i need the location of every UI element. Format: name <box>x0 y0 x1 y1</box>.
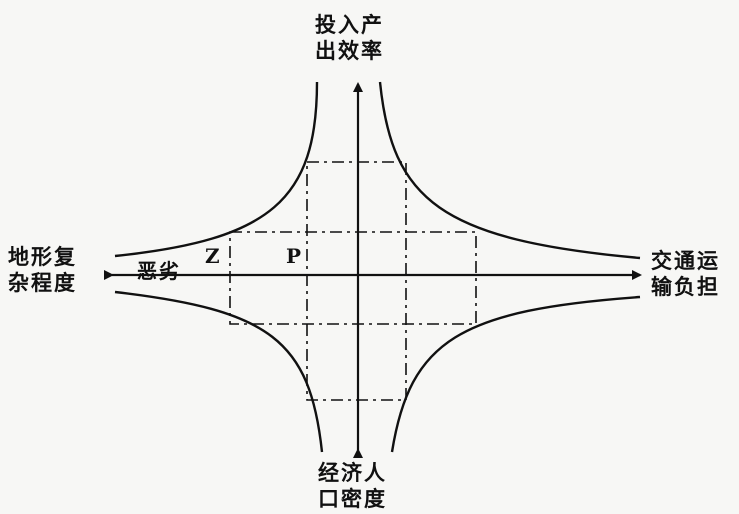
curve-top-right <box>378 81 641 260</box>
label-left-line1: 地形复 <box>8 244 77 269</box>
dashed-rect-wide <box>229 231 477 325</box>
label-bottom: 经济人 口密度 <box>318 460 387 512</box>
label-right: 交通运 输负担 <box>651 248 720 300</box>
curve-bottom-right <box>390 295 641 453</box>
label-top-line2: 出效率 <box>315 38 384 63</box>
label-bottom-line1: 经济人 <box>318 460 387 485</box>
label-right-line2: 输负担 <box>651 274 720 299</box>
dashed-rect-inner <box>306 161 407 401</box>
label-right-line1: 交通运 <box>651 248 720 273</box>
label-top: 投入产 出效率 <box>315 12 384 64</box>
point-p-label: P <box>286 244 302 268</box>
label-left-line2: 杂程度 <box>8 270 77 295</box>
curve-bottom-left <box>114 290 324 453</box>
label-bottom-line2: 口密度 <box>318 486 387 511</box>
curve-top-left <box>114 81 319 258</box>
point-z-label: Z <box>205 244 220 268</box>
label-top-line1: 投入产 <box>315 12 384 37</box>
annotation-harsh: 恶劣 <box>137 259 181 283</box>
label-left: 地形复 杂程度 <box>8 244 77 296</box>
